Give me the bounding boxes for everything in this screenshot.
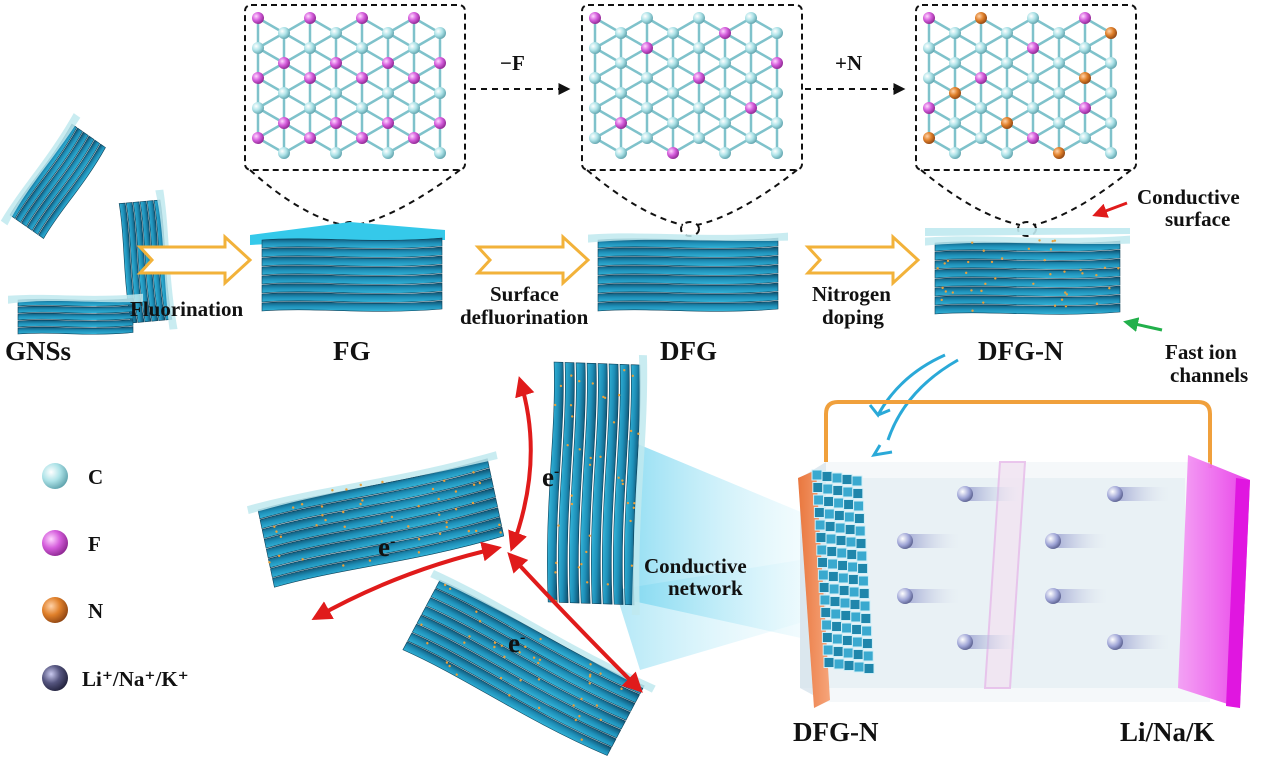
curved-blue-arrow xyxy=(870,355,958,455)
dfgn-stack xyxy=(925,228,1130,314)
label-fast-ion: Fast ion xyxy=(1165,340,1237,364)
process-arrow-defluorination xyxy=(478,237,588,283)
label-defluorination: defluorination xyxy=(460,305,589,329)
legend-item-ion: Li⁺/Na⁺/K⁺ xyxy=(42,665,189,691)
svg-text:C: C xyxy=(88,465,103,489)
label-surface: Surface xyxy=(490,282,559,306)
conductive-surface-arrow xyxy=(1095,203,1127,215)
legend: C F N Li⁺/Na⁺/K⁺ xyxy=(42,463,189,691)
label-battery-right: Li/Na/K xyxy=(1120,717,1215,747)
fg-stack xyxy=(250,222,445,311)
dfg-stack xyxy=(588,233,788,312)
legend-item-n: N xyxy=(42,597,103,623)
inset-fg xyxy=(245,5,465,170)
label-conductive: Conductive xyxy=(1137,185,1240,209)
label-doping: doping xyxy=(822,305,884,329)
inset-dfg xyxy=(582,5,802,170)
label-channels: channels xyxy=(1170,363,1248,387)
svg-text:N: N xyxy=(88,599,103,623)
label-fluorination: Fluorination xyxy=(130,297,244,321)
label-conductive-net: Conductive xyxy=(644,554,747,578)
svg-text:F: F xyxy=(88,532,101,556)
process-arrow-nitrogen-doping xyxy=(808,237,918,283)
battery xyxy=(798,402,1250,708)
inset-dfgn xyxy=(916,5,1136,170)
legend-item-f: F xyxy=(42,530,101,556)
legend-item-c: C xyxy=(42,463,103,489)
label-network: network xyxy=(668,576,743,600)
label-dfg: DFG xyxy=(660,336,717,366)
svg-text:Li⁺/Na⁺/K⁺: Li⁺/Na⁺/K⁺ xyxy=(82,667,189,691)
label-minus-f: −F xyxy=(500,51,525,75)
label-plus-n: +N xyxy=(835,51,862,75)
label-fg: FG xyxy=(333,336,371,366)
label-gnss: GNSs xyxy=(5,336,71,366)
fast-ion-arrow xyxy=(1126,322,1162,330)
label-nitrogen: Nitrogen xyxy=(812,282,891,306)
label-dfgn: DFG-N xyxy=(978,336,1064,366)
label-battery-left: DFG-N xyxy=(793,717,879,747)
label-surface-ann: surface xyxy=(1165,207,1230,231)
